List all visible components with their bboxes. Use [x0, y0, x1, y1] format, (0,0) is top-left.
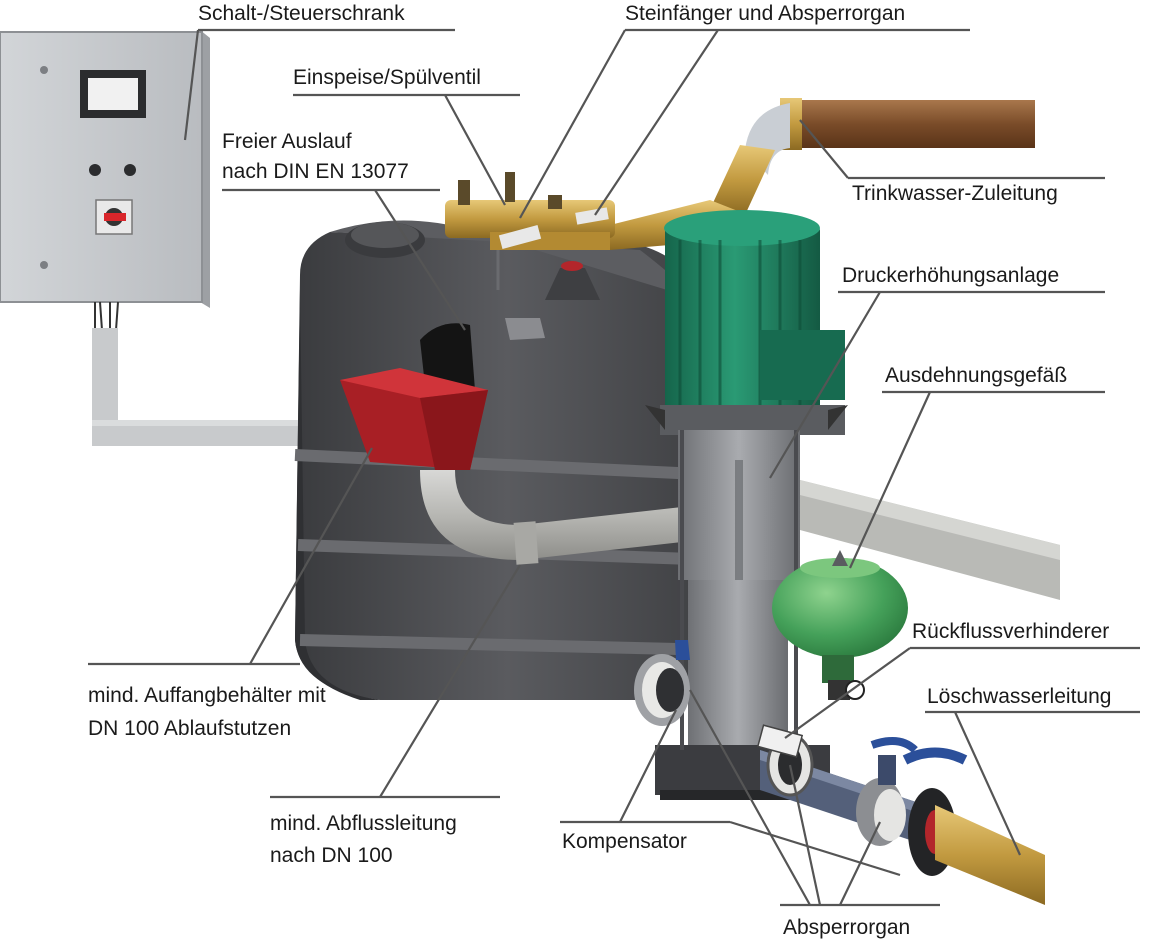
label-catch-basin-1: mind. Auffangbehälter mit [88, 684, 326, 707]
label-drain-line-1: mind. Abflussleitung [270, 812, 457, 835]
label-free-outlet-2: nach DIN EN 13077 [222, 160, 409, 183]
label-compensator: Kompensator [562, 830, 687, 853]
label-drain-line-2: nach DN 100 [270, 844, 393, 867]
discharge-piping [756, 724, 1045, 905]
inlet-compensator [634, 640, 690, 726]
label-expansion-vessel: Ausdehnungsgefäß [885, 364, 1068, 387]
control-cabinet [0, 30, 302, 446]
label-feed-flush-valve: Einspeise/Spülventil [293, 66, 481, 89]
label-control-cabinet: Schalt-/Steuerschrank [198, 2, 405, 25]
label-drinking-water-supply: Trinkwasser-Zuleitung [852, 182, 1058, 205]
label-check-valve: Rückflussverhinderer [912, 620, 1110, 643]
expansion-vessel-drawing [772, 550, 908, 700]
leader-lines [88, 28, 1140, 907]
label-fire-water-line: Löschwasserleitung [927, 685, 1112, 708]
drain-pipe [420, 470, 700, 565]
storage-tank [294, 220, 721, 700]
label-free-outlet-1: Freier Auslauf [222, 130, 352, 153]
catch-funnel [340, 368, 488, 470]
label-shutoff-bottom: Absperrorgan [783, 916, 911, 939]
label-booster-unit: Druckerhöhungsanlage [842, 264, 1060, 287]
label-catch-basin-2: DN 100 Ablaufstutzen [88, 717, 292, 740]
label-strainer-shutoff: Steinfänger und Absperrorgan [625, 2, 906, 25]
back-pipe [800, 480, 1060, 600]
